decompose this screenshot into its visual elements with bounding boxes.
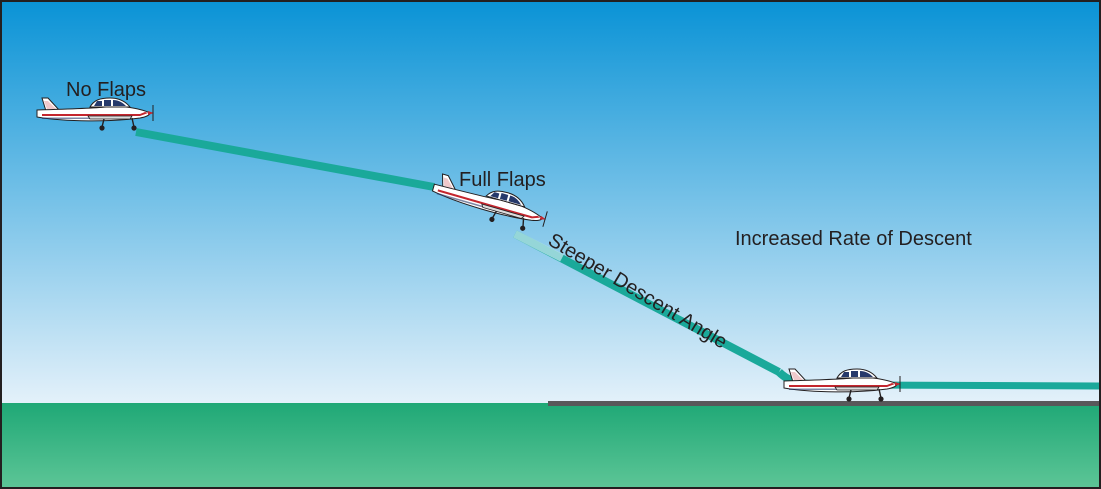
ground <box>2 403 1099 487</box>
runway <box>548 401 1099 406</box>
full-flaps-label: Full Flaps <box>459 169 546 191</box>
increased-rate-of-descent-label: Increased Rate of Descent <box>735 228 972 250</box>
rollout-path <box>871 381 1099 390</box>
steeper-descent-path-fade <box>513 230 564 262</box>
no-flaps-label: No Flaps <box>66 79 147 101</box>
sky <box>2 2 1099 404</box>
no-flaps-glide-path <box>135 128 435 191</box>
